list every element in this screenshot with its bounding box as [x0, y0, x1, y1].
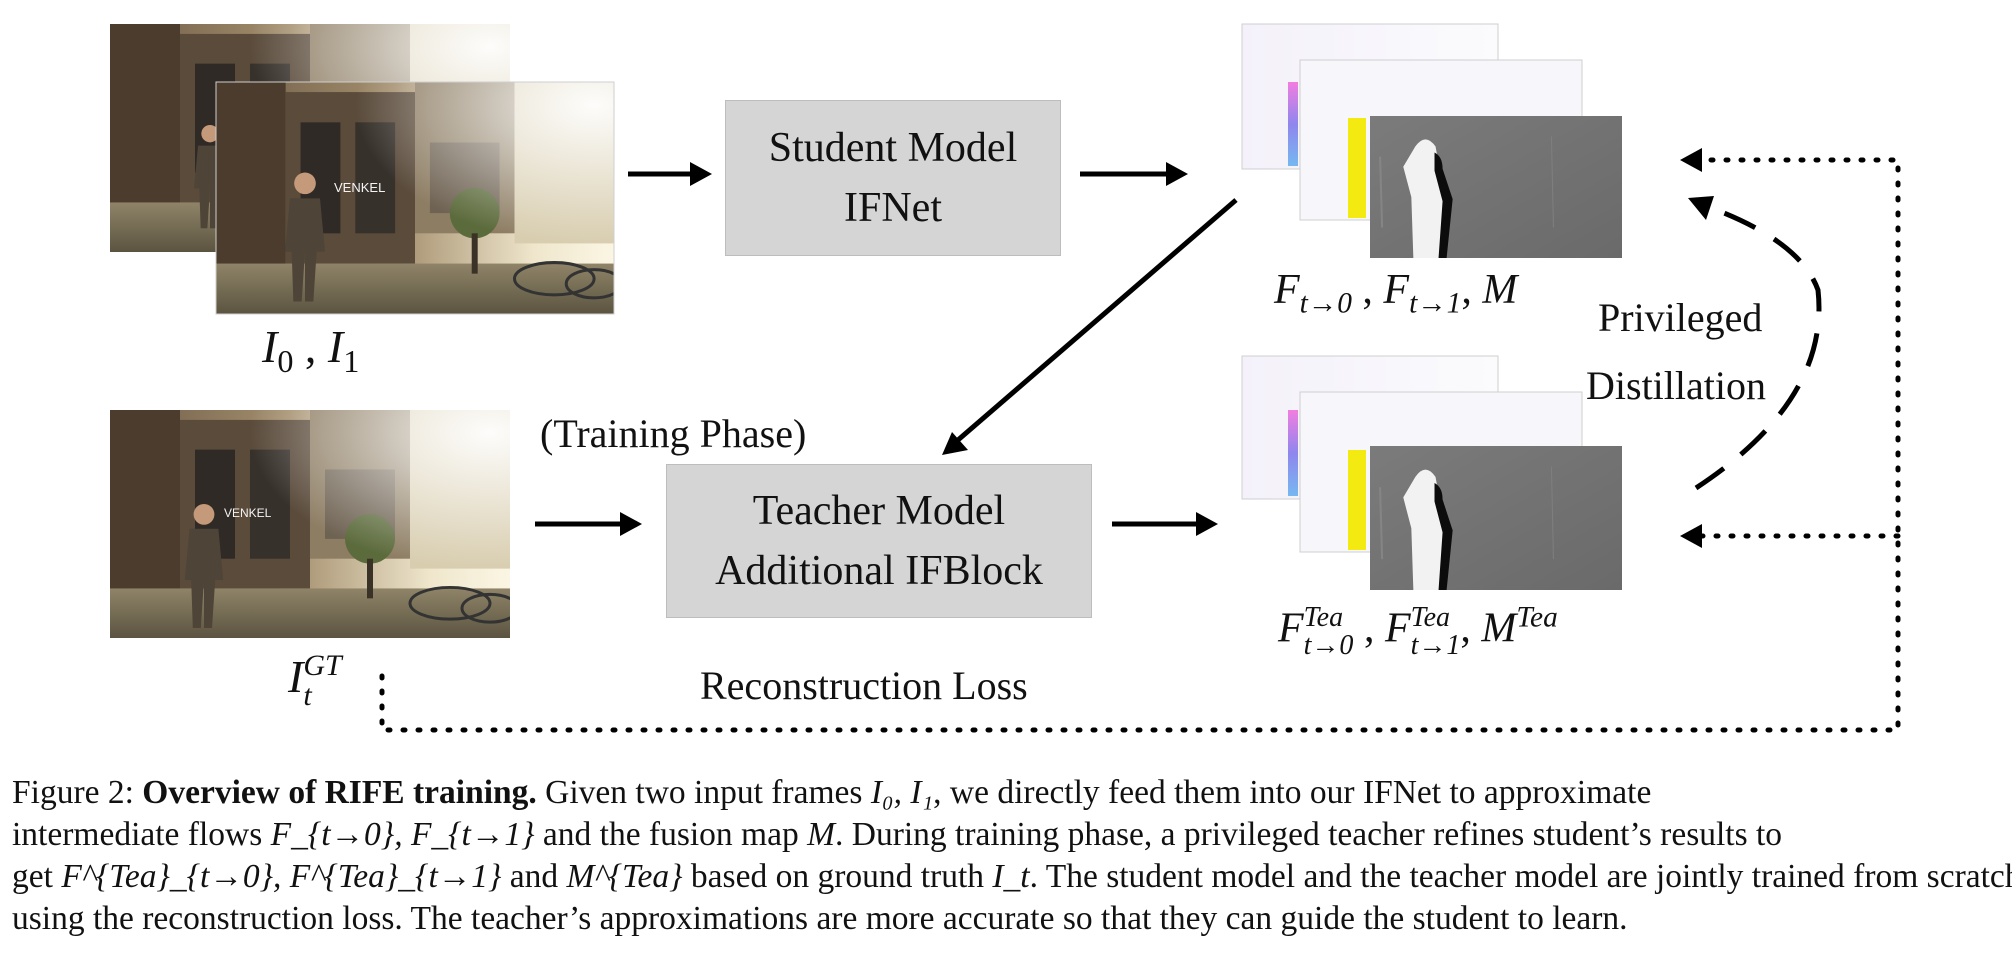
- dotted-arrowhead-student: [1680, 148, 1702, 172]
- arrow-outputs-to-teacher: [942, 198, 1238, 455]
- teacher-box-subtitle: Additional IFBlock: [715, 548, 1043, 594]
- figure-caption: Figure 2: Overview of RIFE training. Giv…: [12, 772, 2012, 940]
- input-frame-i1: [215, 81, 615, 315]
- caption-line-1: Figure 2: Overview of RIFE training. Giv…: [12, 774, 1652, 811]
- diagram-lines: [0, 23, 1901, 733]
- caption-line-2: intermediate flows F_{t→0}, F_{t→1} and …: [12, 816, 1783, 853]
- privileged-label: Privileged: [1598, 295, 1763, 340]
- photo-sign-text-2: VENKEL: [224, 506, 272, 520]
- ground-truth-frame: [110, 410, 518, 638]
- distillation-curve: [1694, 203, 1822, 491]
- student-box-subtitle: IFNet: [844, 185, 942, 231]
- training-phase-label: (Training Phase): [540, 411, 807, 456]
- dotted-arrowhead-teacher: [1680, 524, 1702, 548]
- caption-line-3: get F^{Tea}_{t→0}, F^{Tea}_{t→1} and M^{…: [12, 858, 2012, 895]
- student-model-box: Student Model IFNet: [725, 100, 1061, 256]
- teacher-model-box: Teacher Model Additional IFBlock: [666, 464, 1092, 618]
- teacher-box-title: Teacher Model: [752, 488, 1006, 534]
- inputs-label: I0 , I1: [262, 321, 360, 380]
- arrow-student-to-outputs: [1080, 162, 1188, 186]
- teacher-flow-stack: [1241, 355, 1622, 590]
- distillation-label: Distillation: [1586, 363, 1766, 408]
- photo-sign-text-1: VENKEL: [334, 180, 386, 195]
- student-outputs-label: Ft→0 , Ft→1, M: [1274, 267, 1518, 320]
- caption-line-4: using the reconstruction loss. The teach…: [12, 900, 1628, 937]
- arrow-inputs-to-student: [628, 162, 712, 186]
- student-box-title: Student Model: [768, 125, 1018, 171]
- reconstruction-loss-label: Reconstruction Loss: [700, 663, 1028, 708]
- rife-training-diagram: Student Model IFNet Teacher Model Additi…: [0, 23, 1901, 733]
- arrow-teacher-to-outputs: [1112, 512, 1218, 536]
- reconstruction-loss-path: [379, 157, 1901, 733]
- student-flow-stack: [1241, 23, 1622, 258]
- arrow-gt-to-teacher: [535, 512, 642, 536]
- distillation-arrowhead: [1688, 196, 1714, 220]
